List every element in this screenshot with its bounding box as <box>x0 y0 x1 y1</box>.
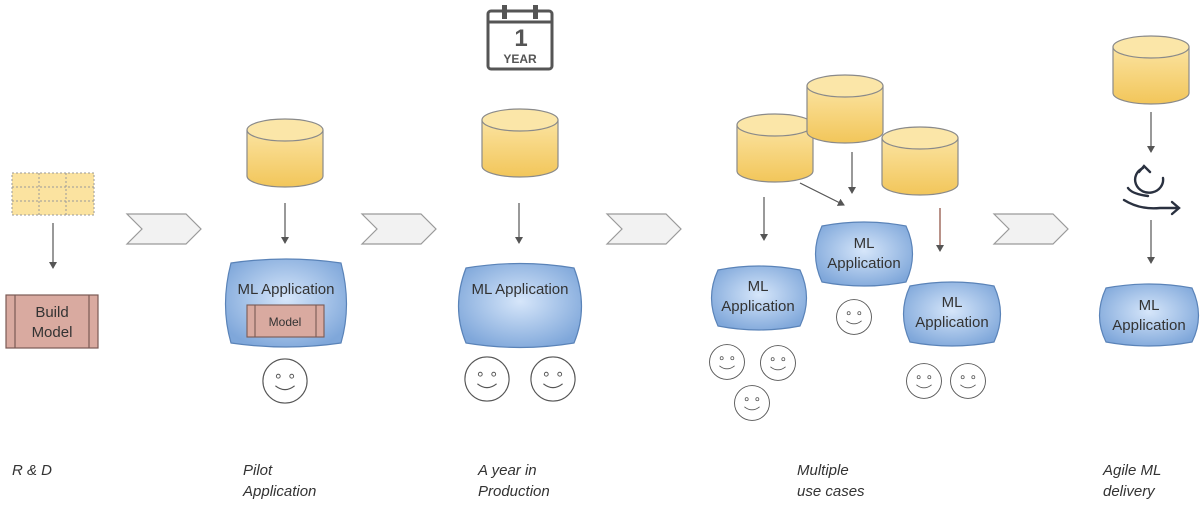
app-a-label-1: ML <box>748 278 769 295</box>
app-b-label-1: ML <box>854 235 875 252</box>
agile-app-label-1: ML <box>1139 297 1160 314</box>
pilot-app-label: ML Application <box>237 281 334 298</box>
app-b-label-2: Application <box>827 255 900 272</box>
production-ml-application: ML Application <box>457 262 583 349</box>
stage-label-pilot: Pilot Application <box>243 460 316 502</box>
stage-label-rd: R & D <box>12 460 52 481</box>
smiley-user-icon <box>262 358 308 404</box>
pilot-model-label: Model <box>269 315 302 329</box>
multi-arrow-b <box>799 182 845 206</box>
smiley-user-icon <box>906 363 942 399</box>
stage-label-production: A year in Production <box>478 460 550 502</box>
stage-chevron-2 <box>360 213 437 245</box>
calendar-one-year-icon: 1 YEAR <box>486 5 554 71</box>
build-model-box: Build Model <box>5 294 99 349</box>
smiley-user-icon <box>760 345 796 381</box>
calendar-word: YEAR <box>503 52 537 66</box>
build-model-label-2: Model <box>32 324 73 341</box>
stage-label-line2: Production <box>478 483 550 500</box>
stage-label-line2: use cases <box>797 483 865 500</box>
agile-ml-application: ML Application <box>1098 283 1200 347</box>
smiley-user-icon <box>530 356 576 402</box>
multi-database-icon-3 <box>881 126 959 196</box>
stage-label-multiple: Multiple use cases <box>797 460 865 502</box>
stage-label-line1: A year in <box>478 462 537 479</box>
smiley-user-icon <box>709 344 745 380</box>
stage-label-line1: Pilot <box>243 462 273 479</box>
stage-label-agile: Agile ML delivery <box>1103 460 1161 502</box>
rd-data-grid <box>11 172 95 216</box>
calendar-number: 1 <box>514 25 527 52</box>
app-c-label-2: Application <box>915 314 988 331</box>
smiley-user-icon <box>734 385 770 421</box>
stage-chevron-3 <box>605 213 682 245</box>
stage-label-line2: delivery <box>1103 483 1155 500</box>
multi-database-icon-1 <box>736 113 814 183</box>
multi-ml-application-c: ML Application <box>902 281 1002 347</box>
multi-ml-application-b: ML Application <box>814 221 914 287</box>
pilot-database-icon <box>246 118 324 188</box>
stage-chevron-1 <box>125 213 202 245</box>
multi-ml-application-a: ML Application <box>710 265 808 331</box>
app-a-label-2: Application <box>721 298 794 315</box>
production-database-icon <box>481 108 559 178</box>
agile-database-icon <box>1112 35 1190 105</box>
build-model-label-1: Build <box>35 304 68 321</box>
agile-app-label-2: Application <box>1112 317 1185 334</box>
stage-label-line1: R & D <box>12 462 53 479</box>
smiley-user-icon <box>464 356 510 402</box>
stage-label-line1: Multiple <box>797 462 849 479</box>
multi-database-icon-2 <box>806 74 884 144</box>
stage-label-line1: Agile ML <box>1103 462 1162 479</box>
smiley-user-icon <box>836 299 872 335</box>
stage-label-line2: Application <box>243 483 317 500</box>
production-app-label: ML Application <box>471 281 568 298</box>
pilot-ml-application: ML Application Model <box>224 258 348 348</box>
app-c-label-1: ML <box>942 294 963 311</box>
agile-cycle-icon <box>1122 164 1181 216</box>
stage-chevron-4 <box>992 213 1069 245</box>
smiley-user-icon <box>950 363 986 399</box>
